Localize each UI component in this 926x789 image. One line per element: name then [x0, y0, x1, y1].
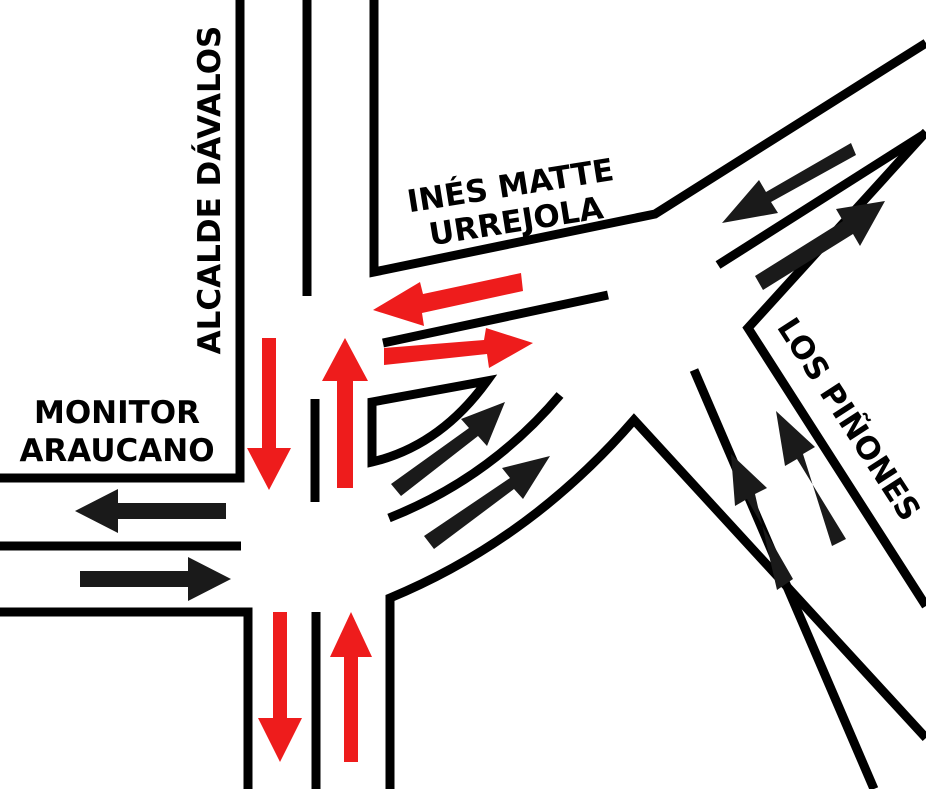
arrow-pinones-left	[731, 454, 793, 590]
arrow-pinones-right	[776, 411, 846, 546]
lane-divider-ines	[382, 290, 609, 348]
road-edge-alcalde-east-ines-north	[369, 0, 926, 278]
arrow-alcalde-northbound-north	[322, 338, 368, 488]
arrow-monitor-westbound	[75, 489, 226, 533]
arrow-ines-westbound	[373, 273, 523, 326]
lane-divider-ines-east	[715, 129, 926, 269]
road-edge-monitor-south	[0, 607, 253, 789]
arrow-alcalde-southbound-south	[258, 612, 302, 762]
direction-arrows	[75, 143, 885, 762]
arrow-ines-eastbound	[384, 328, 533, 368]
arrow-slip-outer	[424, 456, 550, 549]
street-label-alcalde-davalos: ALCALDE DÁVALOS	[192, 26, 228, 355]
road-edge-alcalde-west	[0, 0, 245, 483]
lane-divider-slip-curve	[387, 392, 564, 523]
street-label-monitor-1: MONITOR	[34, 395, 200, 431]
arrow-alcalde-southbound-north	[247, 338, 291, 490]
road-edge-ines-south-pinones-north	[742, 128, 926, 609]
road-edge-pinones-south-curve	[385, 413, 926, 789]
street-label-monitor-2: ARAUCANO	[19, 433, 214, 469]
arrow-ines-east-eastbound	[755, 201, 885, 290]
arrow-alcalde-northbound-south	[330, 612, 372, 762]
street-label-los-pinones: LOS PIÑONES	[770, 311, 926, 528]
arrow-ines-east-westbound	[722, 143, 856, 223]
arrow-slip-inner	[391, 402, 505, 496]
arrow-monitor-eastbound	[80, 557, 231, 601]
traffic-island	[367, 374, 498, 468]
